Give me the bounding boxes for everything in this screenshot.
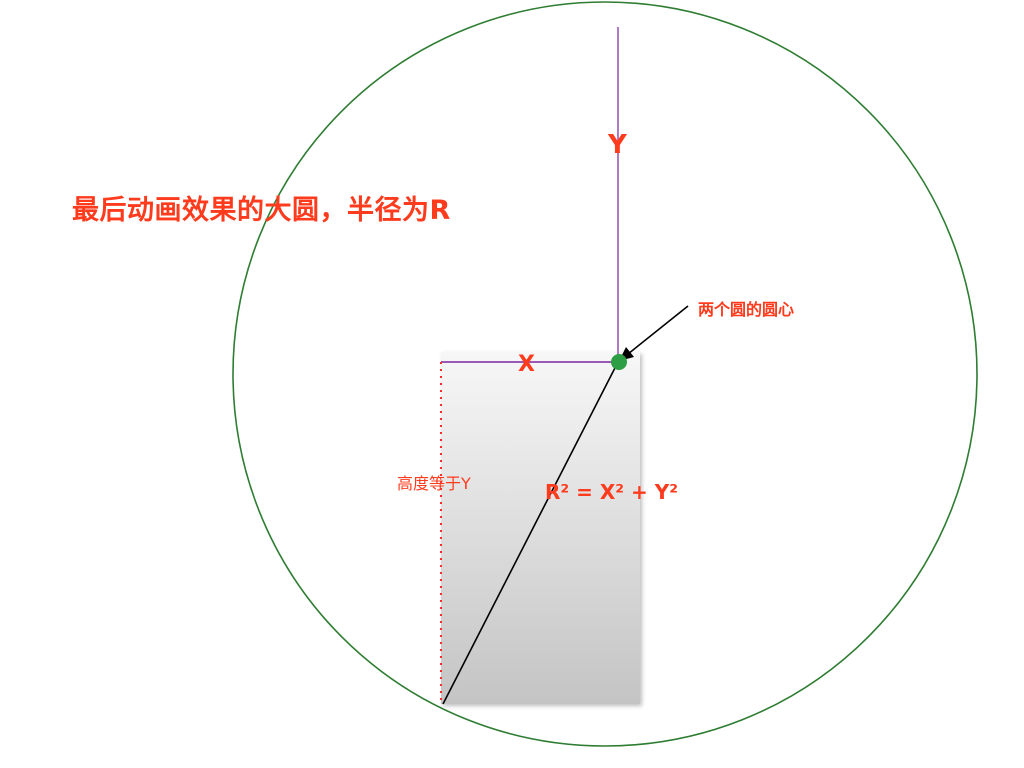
big-circle — [232, 1, 978, 747]
radius-line — [442, 361, 619, 705]
x-label: X — [518, 352, 535, 377]
center-pointer-arrow — [627, 305, 689, 355]
center-dot — [611, 354, 627, 370]
y-label: Y — [608, 130, 627, 160]
height-label: 高度等于Y — [397, 474, 471, 493]
formula-label: R² = X² + Y² — [545, 480, 678, 504]
circle-center-label: 两个圆的圆心 — [698, 300, 795, 319]
title-label: 最后动画效果的大圆，半径为R — [72, 195, 451, 226]
screen-rectangle — [441, 352, 640, 704]
